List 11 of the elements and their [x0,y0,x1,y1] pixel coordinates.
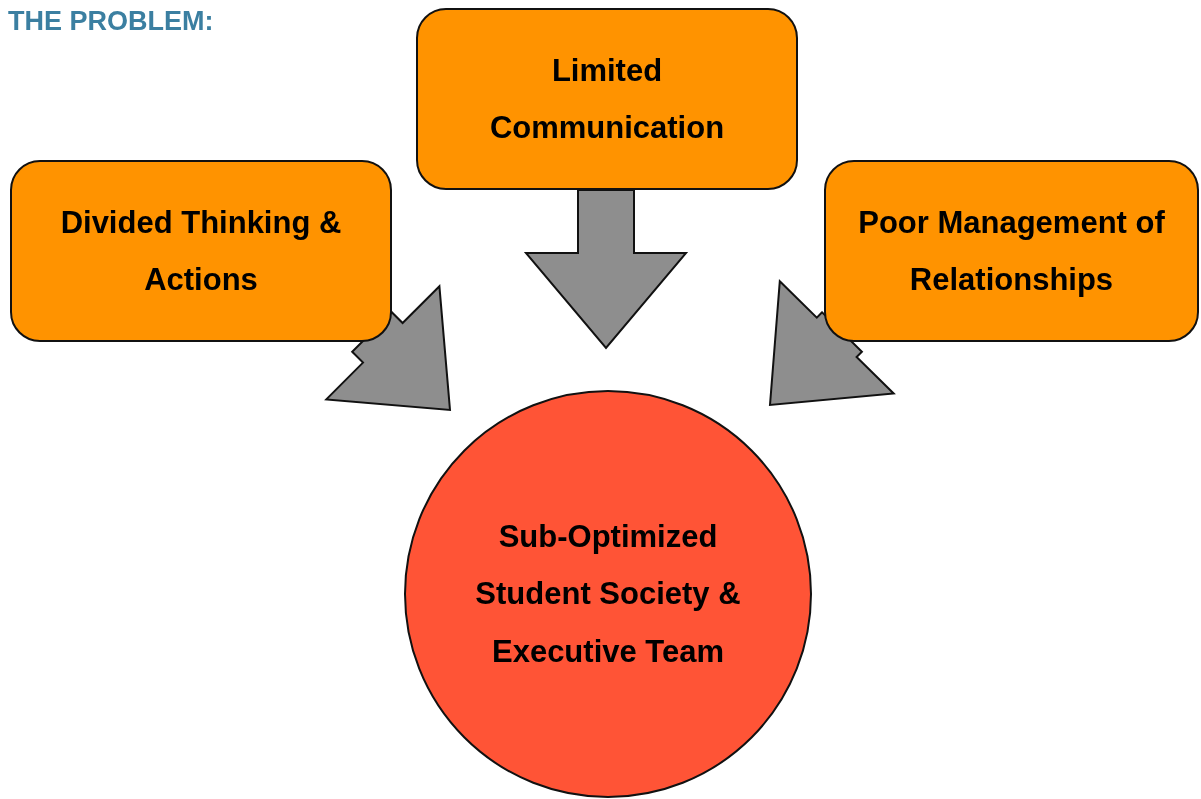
title: THE PROBLEM: [8,6,214,37]
cause-box [10,160,392,342]
node-label: Sub-Optimized Student Society & Executive Team [474,518,742,671]
cause-box [416,8,798,190]
node-label: Poor Management of Relationships [857,203,1166,299]
node-label: Limited Communication [488,51,726,147]
cause-box [824,160,1199,342]
node-label: Divided Thinking & Actions [59,203,343,299]
block-arrow [769,278,896,406]
block-arrow [324,284,451,411]
block-arrow [523,189,689,349]
